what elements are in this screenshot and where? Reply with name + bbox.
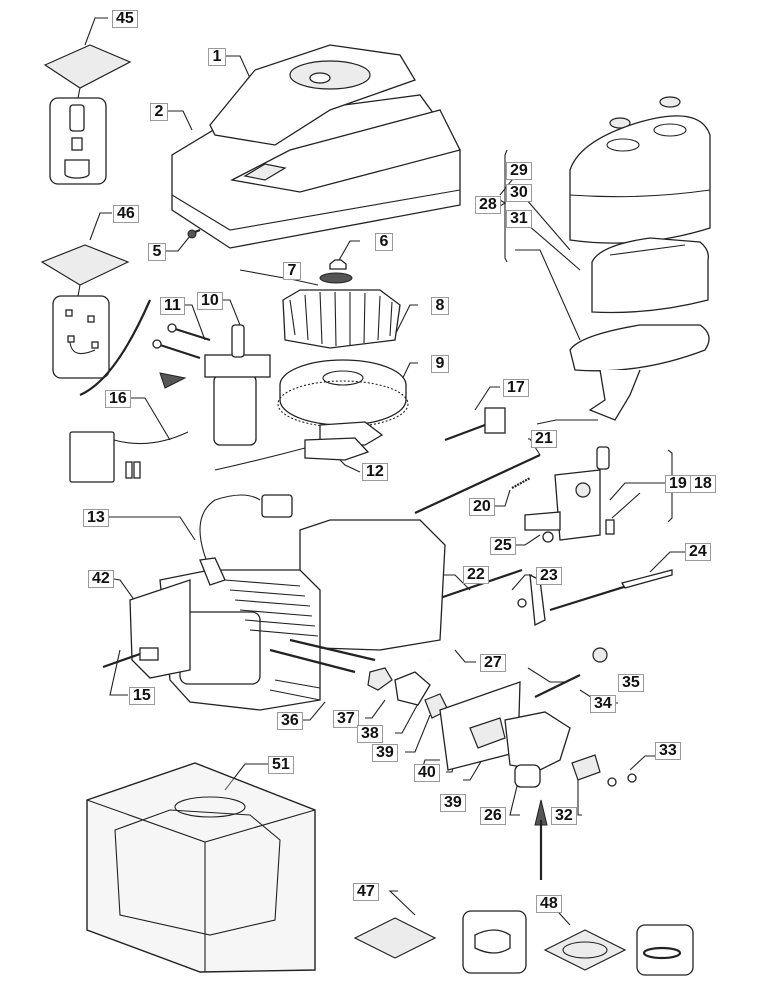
part-5-screw bbox=[187, 228, 201, 239]
callout-51[interactable]: 51 bbox=[268, 756, 294, 774]
callout-37[interactable]: 37 bbox=[333, 710, 359, 728]
callout-35[interactable]: 35 bbox=[618, 674, 644, 692]
callout-40[interactable]: 40 bbox=[414, 764, 440, 782]
callout-7[interactable]: 7 bbox=[283, 262, 301, 280]
callout-9[interactable]: 9 bbox=[431, 355, 449, 373]
arrow-head bbox=[159, 372, 187, 389]
part-27-breather-tube bbox=[429, 638, 474, 661]
part-24-rod bbox=[549, 569, 673, 612]
engine-block bbox=[159, 519, 446, 711]
callout-29[interactable]: 29 bbox=[506, 162, 532, 180]
callout-39-left[interactable]: 39 bbox=[372, 744, 398, 762]
part-36-studs bbox=[269, 638, 376, 674]
part-20-spring bbox=[511, 477, 531, 489]
callout-10[interactable]: 10 bbox=[197, 292, 223, 310]
callout-11[interactable]: 11 bbox=[160, 297, 185, 315]
callout-12[interactable]: 12 bbox=[362, 463, 388, 481]
callout-20[interactable]: 20 bbox=[469, 498, 495, 516]
callout-46[interactable]: 46 bbox=[113, 205, 139, 223]
part-29-knobs bbox=[609, 96, 681, 129]
part-33-nuts bbox=[607, 773, 637, 787]
part-15-spark-plug bbox=[102, 647, 159, 669]
part-34-fuel-hose bbox=[534, 674, 581, 698]
callout-2[interactable]: 2 bbox=[150, 103, 168, 121]
part-1-cover bbox=[209, 44, 416, 146]
callout-39-right[interactable]: 39 bbox=[440, 794, 466, 812]
part-13-ignition-lead bbox=[199, 494, 293, 586]
part-31-filter-element bbox=[591, 237, 709, 314]
part-51-complete-engine bbox=[86, 762, 316, 973]
callout-28[interactable]: 28 bbox=[475, 196, 501, 214]
part-10-starter bbox=[204, 324, 271, 446]
part-45-kit-bag bbox=[43, 44, 132, 185]
part-25-screw bbox=[542, 531, 554, 543]
part-48-kit-bag bbox=[543, 924, 694, 976]
part-21-rod bbox=[414, 454, 541, 514]
callout-24[interactable]: 24 bbox=[685, 543, 711, 561]
part-9-flywheel bbox=[277, 359, 409, 428]
arrow-curve bbox=[79, 299, 152, 397]
part-11-bolts bbox=[152, 323, 211, 360]
callout-42[interactable]: 42 bbox=[88, 570, 114, 588]
part-7-washer bbox=[319, 272, 353, 284]
part-19-clip bbox=[605, 519, 615, 535]
part-47-kit-bag bbox=[353, 910, 527, 974]
callout-27[interactable]: 27 bbox=[480, 654, 506, 672]
callout-1[interactable]: 1 bbox=[208, 48, 226, 66]
callout-15[interactable]: 15 bbox=[129, 687, 155, 705]
part-6-nut bbox=[329, 259, 347, 270]
callout-34[interactable]: 34 bbox=[590, 695, 616, 713]
part-8-fan bbox=[282, 289, 401, 349]
callout-17[interactable]: 17 bbox=[503, 379, 529, 397]
part-17-connector bbox=[444, 407, 506, 442]
callout-25[interactable]: 25 bbox=[490, 537, 516, 555]
callout-30[interactable]: 30 bbox=[506, 184, 532, 202]
callout-32[interactable]: 32 bbox=[551, 807, 577, 825]
callout-47[interactable]: 47 bbox=[353, 883, 379, 901]
part-38-spacer bbox=[394, 671, 431, 706]
callout-19[interactable]: 19 bbox=[665, 475, 691, 493]
part-30-filter-cover bbox=[569, 115, 711, 244]
callout-45[interactable]: 45 bbox=[112, 10, 138, 28]
callout-48[interactable]: 48 bbox=[536, 895, 562, 913]
callout-22[interactable]: 22 bbox=[463, 566, 489, 584]
part-35-fitting bbox=[592, 647, 608, 663]
callout-6[interactable]: 6 bbox=[375, 233, 393, 251]
callout-5[interactable]: 5 bbox=[148, 243, 166, 261]
part-12-armature bbox=[214, 421, 384, 471]
part-37-gasket bbox=[367, 667, 393, 691]
callout-13[interactable]: 13 bbox=[83, 509, 109, 527]
callout-38[interactable]: 38 bbox=[357, 725, 383, 743]
callout-33[interactable]: 33 bbox=[655, 742, 681, 760]
callout-23[interactable]: 23 bbox=[536, 567, 562, 585]
callout-16[interactable]: 16 bbox=[105, 390, 131, 408]
part-32-gasket bbox=[571, 754, 601, 781]
callout-21[interactable]: 21 bbox=[531, 430, 557, 448]
part-22-rod bbox=[439, 568, 523, 600]
part-46-wire-kit bbox=[40, 244, 130, 379]
part-28-base bbox=[569, 324, 710, 421]
callout-8[interactable]: 8 bbox=[431, 297, 449, 315]
part-18-governor bbox=[524, 446, 610, 541]
part-42-bracket bbox=[129, 579, 191, 679]
callout-36[interactable]: 36 bbox=[277, 712, 303, 730]
part-16-rectifier bbox=[69, 431, 189, 483]
callout-26[interactable]: 26 bbox=[480, 807, 506, 825]
part-26-carburetor bbox=[504, 711, 571, 788]
callout-18[interactable]: 18 bbox=[690, 475, 716, 493]
callout-31[interactable]: 31 bbox=[506, 210, 532, 228]
part-39-gasket-b bbox=[469, 717, 506, 749]
